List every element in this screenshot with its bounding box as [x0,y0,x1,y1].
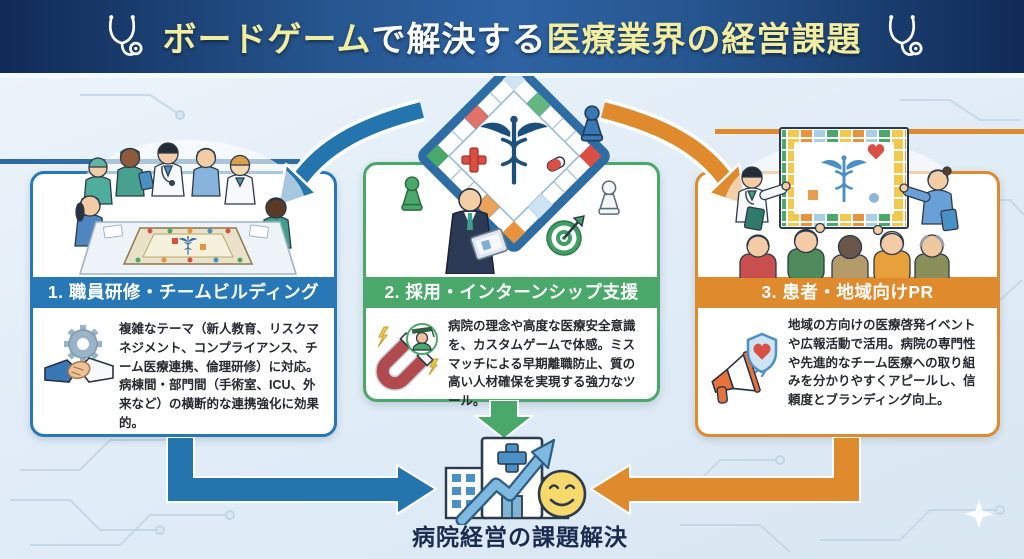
title-banner: ボードゲームで解決する医療業界の経営課題 [0,0,1024,78]
businessman-figure [445,188,509,274]
handshake-gear-icon [44,325,114,383]
flow-arrow-from-pr [590,437,861,515]
medical-team-playing-illustration [70,140,306,276]
section-body-recruiting: 病院の理念や高度な医療安全意識を、カスタムゲームで体感。ミスマッチによる早期離職… [448,319,636,408]
section-body-pr: 地域の方向けの医療啓発イベントや広報活動で活用。病院の専門性や先進的なチーム医療… [788,318,976,407]
megaphone-heart-shield-icon [711,332,778,404]
medical-board-game-illustration [401,76,620,274]
page-title: ボードゲームで解決する医療業界の経営課題 [163,12,862,61]
target-icon [546,215,585,256]
section-heading-recruiting: 2. 採用・インターンシップ支援 [366,277,657,308]
section-heading-training: 1. 職員研修・チームビルディング [33,277,334,308]
community-presentation-illustration [724,127,968,278]
title-part-solve: で解決する [371,21,547,59]
flow-arrow-from-training [166,437,437,515]
sparkle-star-icon [965,500,993,528]
section-body-training: 複雑なテーマ（新人教育、リスクマネジメント、コンプライアンス、チーム医療連携、倫… [119,322,320,430]
title-part-industry: 医療業界の経営課題 [546,21,862,59]
title-part-boardgame: ボードゲーム [162,21,372,59]
stethoscope-icon [889,14,923,56]
outcome-caption: 病院経営の課題解決 [412,524,628,550]
section-heading-pr: 3. 患者・地域向けPR [698,277,997,308]
flow-arrow-from-recruiting [474,400,534,440]
magnet-recruitment-icon [375,323,439,391]
stethoscope-icon [108,14,143,56]
hospital-growth-smiley-illustration [444,436,587,525]
